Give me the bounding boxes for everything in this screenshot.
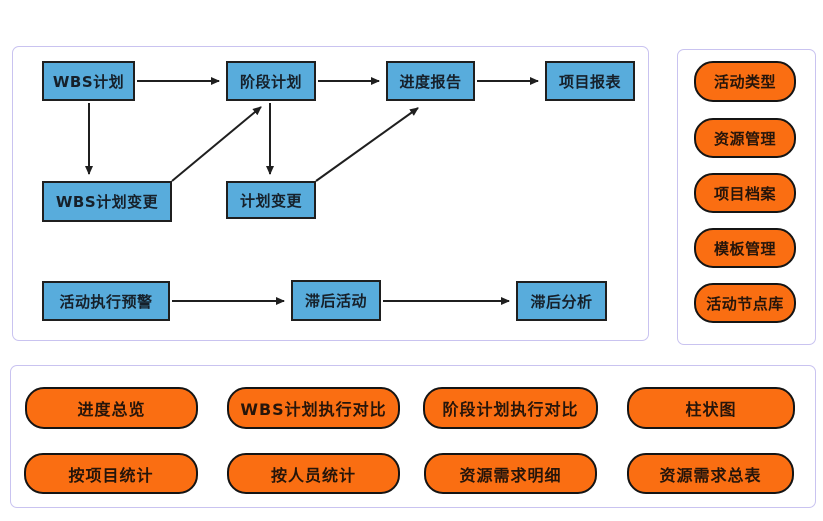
report-button-resource-demand-detail[interactable]: 资源需求明细 bbox=[424, 453, 597, 494]
flow-node-delay-analysis[interactable]: 滞后分析 bbox=[516, 281, 607, 321]
flow-node-project-report[interactable]: 项目报表 bbox=[545, 61, 635, 101]
flow-node-stage-plan[interactable]: 阶段计划 bbox=[226, 61, 316, 101]
report-button-wbs-plan-execution-compare[interactable]: WBS计划执行对比 bbox=[227, 387, 400, 429]
function-button-project-archive[interactable]: 项目档案 bbox=[694, 173, 796, 213]
flow-node-plan-change[interactable]: 计划变更 bbox=[226, 181, 316, 219]
flow-node-activity-exec-warning[interactable]: 活动执行预警 bbox=[42, 281, 170, 321]
function-button-activity-node-library[interactable]: 活动节点库 bbox=[694, 283, 796, 323]
flow-node-delayed-activity[interactable]: 滞后活动 bbox=[291, 280, 381, 321]
function-button-resource-management[interactable]: 资源管理 bbox=[694, 118, 796, 158]
function-button-activity-type[interactable]: 活动类型 bbox=[694, 61, 796, 102]
flow-node-wbs-plan[interactable]: WBS计划 bbox=[42, 61, 135, 101]
report-button-stage-plan-execution-compare[interactable]: 阶段计划执行对比 bbox=[423, 387, 598, 429]
flow-node-wbs-plan-change[interactable]: WBS计划变更 bbox=[42, 181, 172, 222]
report-button-progress-overview[interactable]: 进度总览 bbox=[25, 387, 198, 429]
function-button-template-management[interactable]: 模板管理 bbox=[694, 228, 796, 268]
flow-node-progress-report[interactable]: 进度报告 bbox=[386, 61, 475, 101]
report-button-stats-by-project[interactable]: 按项目统计 bbox=[24, 453, 198, 494]
report-button-resource-demand-summary[interactable]: 资源需求总表 bbox=[627, 453, 794, 494]
report-button-bar-chart[interactable]: 柱状图 bbox=[627, 387, 795, 429]
report-button-stats-by-person[interactable]: 按人员统计 bbox=[227, 453, 400, 494]
